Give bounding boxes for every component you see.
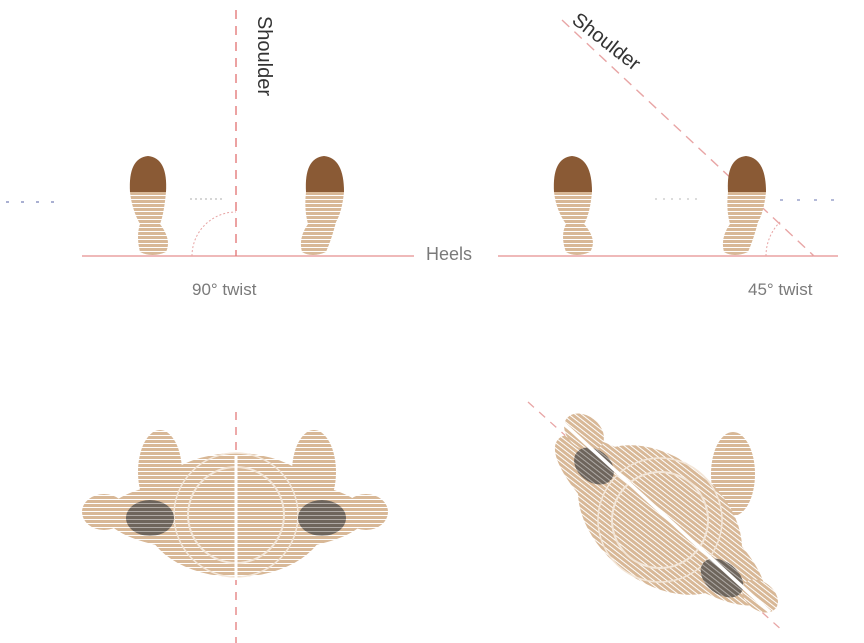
left-foot-print xyxy=(554,156,593,255)
right-foot-print xyxy=(301,156,344,255)
twist-label-left: 90° twist xyxy=(192,281,256,298)
right-foot-print xyxy=(723,156,766,255)
twist-label-right: 45° twist xyxy=(748,281,812,298)
shoulder-line xyxy=(562,20,814,256)
body-overhead-square xyxy=(82,412,388,643)
angle-arc xyxy=(766,222,780,256)
heels-label: Heels xyxy=(422,245,476,263)
body-overhead-rotated xyxy=(519,391,800,643)
angle-arc xyxy=(192,212,236,256)
left-foot-print xyxy=(130,156,168,255)
shoulder-label-left: Shoulder xyxy=(254,16,274,96)
